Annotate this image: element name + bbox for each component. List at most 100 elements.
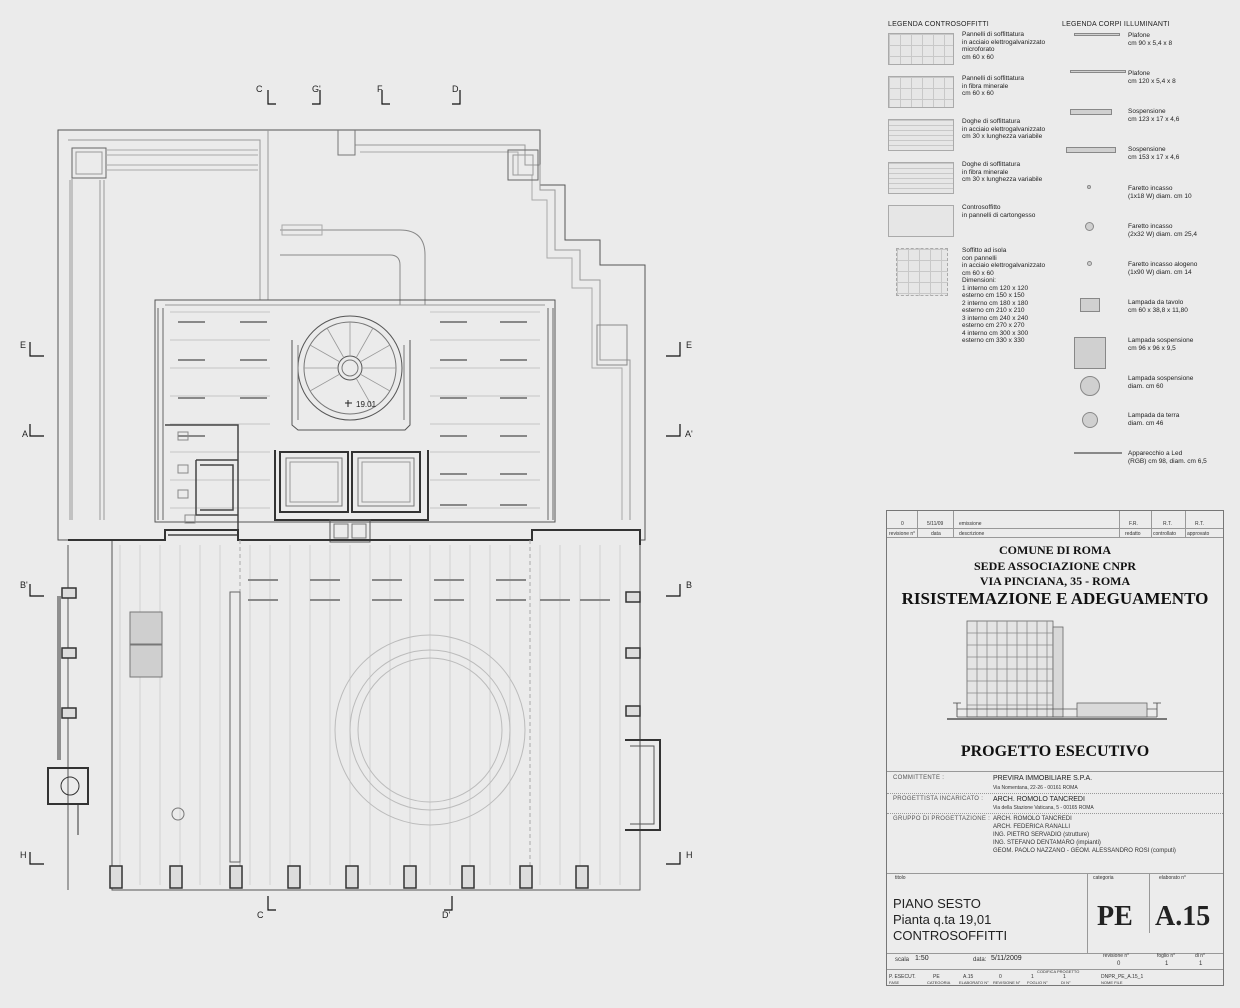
scala-value: 1:50 bbox=[915, 955, 929, 962]
luminaire-ceiling-120-icon bbox=[1070, 70, 1126, 73]
legend-light-item: Plafone cm 120 x 5,4 x 8 bbox=[1128, 70, 1176, 85]
scala-label: scala bbox=[895, 957, 910, 963]
duct bbox=[280, 229, 426, 306]
lower-hall bbox=[68, 529, 641, 545]
table-lamp-icon bbox=[1080, 298, 1100, 312]
titolo-label: titolo bbox=[895, 875, 906, 881]
legend-light-item: Lampada sospensione diam. cm 60 bbox=[1128, 375, 1194, 390]
elaborato-code: A.15 bbox=[1155, 901, 1211, 932]
phase-title: PROGETTO ESECUTIVO bbox=[960, 743, 1150, 760]
elevator-2 bbox=[351, 451, 421, 513]
revisione-value: 0 bbox=[1117, 961, 1121, 967]
drawing-title-3: CONTROSOFFITTI bbox=[893, 928, 1008, 943]
progettista-name: ARCH. ROMOLO TANCREDI bbox=[993, 796, 1085, 803]
data-label: data: bbox=[973, 957, 987, 963]
legend-light-item: Lampada da tavolo cm 60 x 38,8 x 11,80 bbox=[1128, 299, 1188, 314]
foglio-value: 1 bbox=[1165, 961, 1169, 967]
foglio-label: foglio n° bbox=[1157, 953, 1176, 959]
legend-ceiling-item: Pannelli di soffittatura in fibra minera… bbox=[962, 75, 1025, 97]
gruppo-label: GRUPPO DI PROGETTAZIONE : bbox=[893, 816, 991, 822]
data-value: 5/11/2009 bbox=[991, 955, 1022, 962]
client-line-3: VIA PINCIANA, 35 - ROMA bbox=[979, 574, 1131, 588]
legend-ceiling-item: Soffitto ad isola con pannelli in acciai… bbox=[962, 247, 1046, 344]
restroom-block bbox=[165, 424, 239, 536]
legend-light-item: Lampada da terra diam. cm 46 bbox=[1128, 412, 1180, 427]
revisione-label: revisione n° bbox=[1103, 953, 1130, 959]
legend-light-item: Plafone cm 90 x 5,4 x 8 bbox=[1128, 32, 1173, 47]
spotlight-small-icon bbox=[1087, 185, 1091, 189]
legend-light-item: Sospensione cm 153 x 17 x 4,6 bbox=[1128, 146, 1180, 161]
footer-label: CATEGORIA bbox=[927, 980, 951, 985]
floor-lamp-icon bbox=[1082, 412, 1098, 428]
footer-di: 1 bbox=[1063, 974, 1066, 980]
spotlight-medium-icon bbox=[1085, 222, 1094, 231]
rev-desc: emissione bbox=[959, 521, 982, 527]
footer-elaborato: A.15 bbox=[963, 974, 974, 980]
legend-ceiling-item: Controsoffitto in pannelli di cartongess… bbox=[962, 204, 1036, 219]
categoria-label: categoria bbox=[1093, 875, 1114, 881]
legend-light-item: Faretto incasso alogeno (1x90 W) diam. c… bbox=[1128, 261, 1198, 276]
rev-header-drawn: redatto bbox=[1125, 531, 1141, 537]
footer-file: DNPR_PE_A.15_1 bbox=[1101, 974, 1144, 980]
section-label-h-left: H bbox=[20, 850, 27, 860]
legend-ceilings-title: LEGENDA CONTROSOFFITTI bbox=[888, 21, 989, 28]
rev-header-date: data bbox=[931, 531, 941, 537]
section-label-d-bottom: D' bbox=[442, 910, 451, 920]
led-fixture-icon bbox=[1074, 452, 1122, 454]
progettista-address: Via della Stazione Vaticana, 5 - 00165 R… bbox=[993, 805, 1094, 811]
meeting-table bbox=[334, 634, 526, 826]
footer-label: DI N° bbox=[1061, 980, 1071, 985]
section-label-f-top: F bbox=[377, 84, 383, 94]
footer-categoria: PE bbox=[933, 974, 940, 980]
core-block bbox=[154, 299, 556, 523]
luminaire-suspension-123-icon bbox=[1070, 109, 1112, 115]
category-code: PE bbox=[1097, 901, 1133, 932]
client-line-2: SEDE ASSOCIAZIONE CNPR bbox=[973, 559, 1137, 573]
gruppo-member: ARCH. ROMOLO TANCREDI bbox=[993, 816, 1072, 822]
section-label-c-bottom: C bbox=[257, 910, 264, 920]
legend-light-item: Lampada sospensione cm 96 x 96 x 9,5 bbox=[1128, 337, 1194, 352]
section-label-e-left: E bbox=[20, 340, 27, 350]
column bbox=[47, 767, 89, 805]
swatch-steel-perforated bbox=[888, 33, 954, 65]
swatch-steel-strips bbox=[888, 119, 954, 151]
section-label-d-top: D bbox=[452, 84, 459, 94]
elaborato-label: elaborato n° bbox=[1159, 875, 1187, 881]
committente-label: COMMITTENTE : bbox=[893, 775, 945, 781]
building-elevation-icon bbox=[947, 620, 1167, 720]
client-line-1: COMUNE DI ROMA bbox=[999, 543, 1111, 557]
rev-drawn: F.R. bbox=[1129, 521, 1138, 527]
pendant-square-icon bbox=[1074, 337, 1106, 369]
section-label-a-right: A' bbox=[685, 429, 693, 439]
gruppo-member: ARCH. FEDERICA RANALLI bbox=[993, 824, 1071, 830]
footer-label: NOME FILE bbox=[1101, 980, 1123, 985]
section-label-e-right: E bbox=[686, 340, 693, 350]
level-label: 19.01 bbox=[356, 400, 377, 409]
rev-checked: R.T. bbox=[1163, 521, 1172, 527]
title-block: 0 5/11/09 emissione F.R. R.T. R.T. revis… bbox=[886, 510, 1224, 986]
pendant-round-icon bbox=[1080, 376, 1100, 396]
legend-light-item: Faretto incasso (1x18 W) diam. cm 10 bbox=[1128, 185, 1192, 200]
section-label-c-top: C bbox=[256, 84, 263, 94]
legend-light-item: Sospensione cm 123 x 17 x 4,6 bbox=[1128, 108, 1180, 123]
luminaire-suspension-153-icon bbox=[1066, 147, 1116, 153]
right-terrace-steps bbox=[355, 144, 631, 520]
swatch-mineral-fibre bbox=[888, 76, 954, 108]
project-title: RISISTEMAZIONE E ADEGUAMENTO bbox=[901, 589, 1209, 608]
footer-label: REVISIONE N° bbox=[993, 980, 1021, 985]
rev-header-checked: controllato bbox=[1153, 531, 1177, 537]
legend-ceiling-item: Doghe di soffittatura in acciaio elettro… bbox=[962, 118, 1046, 140]
rev-date: 5/11/09 bbox=[927, 521, 944, 527]
footer-label: ELABORATO N° bbox=[959, 980, 989, 985]
legend-light-item: Apparecchio a Led (RGB) cm 98, diam. cm … bbox=[1128, 450, 1207, 465]
footer-revisione: 0 bbox=[999, 974, 1002, 980]
swatch-island-ceiling bbox=[896, 248, 948, 296]
section-label-b-right: B bbox=[686, 580, 693, 590]
gruppo-member: ING. PIETRO SERVADIO (strutture) bbox=[993, 832, 1090, 838]
footer-fase: P. ESECUT. bbox=[889, 974, 916, 980]
progettista-label: PROGETTISTA INCARICATO : bbox=[893, 796, 984, 802]
elevator-1 bbox=[279, 451, 349, 513]
rev-approved: R.T. bbox=[1195, 521, 1204, 527]
committente-name: PREVIRA IMMOBILIARE S.P.A. bbox=[993, 775, 1093, 782]
luminaire-ceiling-90-icon bbox=[1074, 33, 1120, 36]
